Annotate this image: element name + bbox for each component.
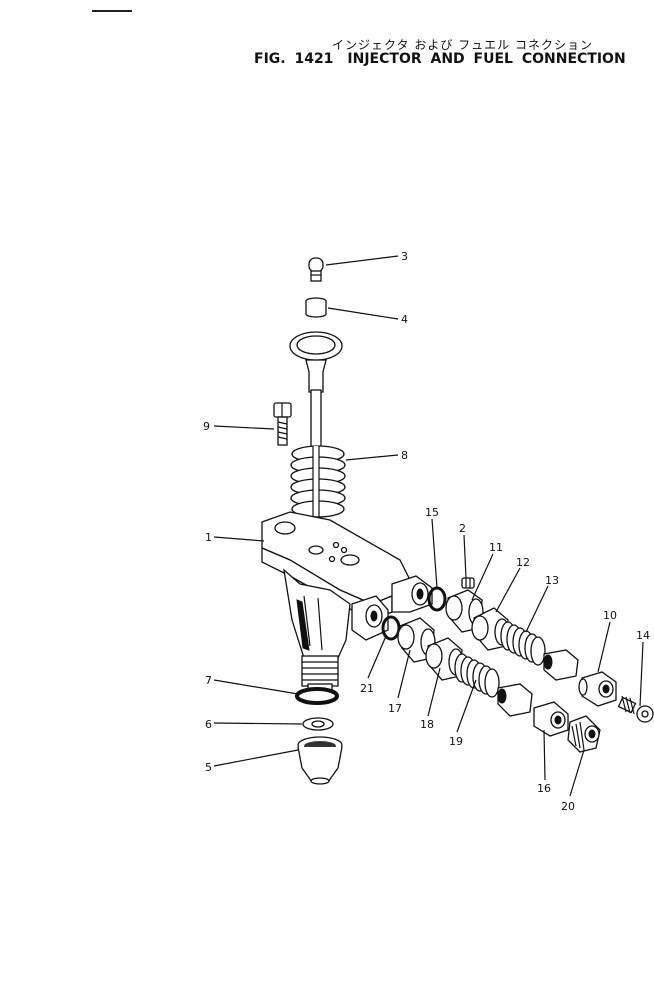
callout-11: 11 <box>489 541 503 554</box>
callout-20: 20 <box>561 800 575 813</box>
part-seal-21 <box>381 615 401 641</box>
callout-10: 10 <box>603 609 617 622</box>
callout-4: 4 <box>401 313 408 326</box>
part-o-ring <box>295 687 339 705</box>
callout-3: 3 <box>401 250 408 263</box>
part-fitting-20 <box>567 715 601 753</box>
callout-7: 7 <box>205 674 212 687</box>
callout-8: 8 <box>401 449 408 462</box>
callout-16: 16 <box>537 782 551 795</box>
part-spring-13 <box>500 621 546 666</box>
callout-6: 6 <box>205 718 212 731</box>
callout-5: 5 <box>205 761 212 774</box>
callout-13: 13 <box>545 574 559 587</box>
part-washer <box>302 717 334 731</box>
leader-lines <box>213 255 644 797</box>
callout-18: 18 <box>420 718 434 731</box>
figure-number: FIG. 1421 <box>254 51 334 67</box>
part-bolt <box>273 402 292 446</box>
callout-9: 9 <box>203 420 210 433</box>
part-sleeve-13 <box>543 649 579 681</box>
part-cap <box>308 257 324 282</box>
callout-1: 1 <box>205 531 212 544</box>
callout-2: 2 <box>459 522 466 535</box>
part-nut-2 <box>461 577 475 589</box>
part-fitting-14 <box>617 695 654 723</box>
callout-21: 21 <box>360 682 374 695</box>
part-boot-17 <box>397 617 436 663</box>
callout-17: 17 <box>388 702 402 715</box>
part-sleeve <box>305 297 327 318</box>
part-nut-10 <box>578 671 617 707</box>
part-spring-19 <box>454 653 500 698</box>
title-japanese: インジェクタ および フュエル コネクション <box>332 38 593 52</box>
callout-12: 12 <box>516 556 530 569</box>
part-nozzle-cap <box>297 736 343 785</box>
title-english: FIG. 1421 INJECTOR AND FUEL CONNECTION <box>254 51 626 67</box>
callout-19: 19 <box>449 735 463 748</box>
figure-title: INJECTOR AND FUEL CONNECTION <box>347 51 626 67</box>
header-rule <box>92 10 132 12</box>
part-sleeve-19 <box>497 683 533 717</box>
callout-14: 14 <box>636 629 650 642</box>
callout-labels: 3 4 9 8 1 15 2 11 12 13 10 14 7 6 5 21 1… <box>203 250 650 813</box>
part-spring <box>290 445 346 518</box>
callout-15: 15 <box>425 506 439 519</box>
part-nut-16 <box>533 701 569 737</box>
part-injector-body <box>261 511 433 691</box>
